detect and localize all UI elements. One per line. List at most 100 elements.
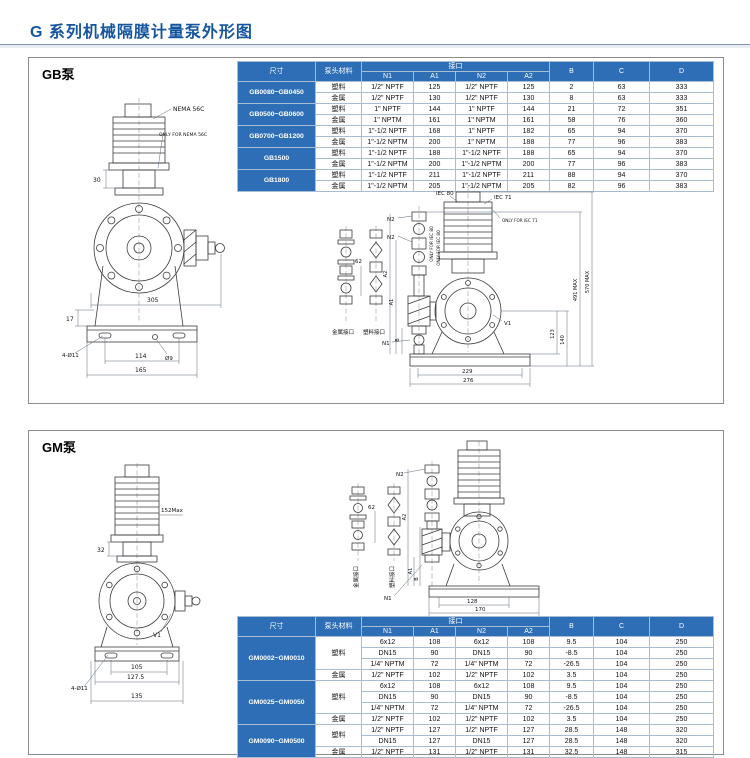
n1-label: N1: [382, 341, 390, 347]
dim-label-a1: A1: [389, 299, 395, 306]
dim-label-128: 128: [467, 599, 478, 605]
table-cell: 塑料: [315, 169, 362, 181]
dim-label-b: B: [414, 577, 420, 581]
table-cell: 塑料: [315, 636, 362, 670]
table-cell: 130: [507, 92, 550, 104]
table-cell: 148: [593, 724, 650, 736]
table-cell: 1"-1/2 NPTF: [455, 169, 508, 181]
table-cell: DN15: [455, 691, 508, 703]
table-row: 金属 1"-1/2 NPTM 200 1"-1/2 NPTM 200 77 96…: [238, 158, 714, 170]
table-cell: 32.5: [549, 746, 594, 758]
table-cell: 3.5: [549, 713, 594, 725]
table-cell: -26.5: [549, 702, 594, 714]
table-cell: 塑料: [315, 81, 362, 93]
table-cell: 1/4" NPTM: [455, 702, 508, 714]
bolt-hole-label: 4-Ø11: [71, 685, 88, 692]
dim-label-152max: 152Max: [161, 508, 184, 514]
table-cell: 9.5: [549, 636, 594, 648]
table-cell: 金属: [315, 180, 362, 192]
table-cell: DN15: [455, 735, 508, 747]
table-cell: 65: [549, 147, 594, 159]
table-cell: 72: [507, 658, 550, 670]
table-cell: 127: [507, 735, 550, 747]
table-cell: 108: [507, 636, 550, 648]
table-cell: 1" NPTF: [455, 103, 508, 115]
col-header-material: 泵头材料: [315, 616, 362, 637]
dim-label-135: 135: [131, 693, 143, 700]
table-cell: 1/2" NPTF: [455, 746, 508, 758]
table-cell: 102: [507, 669, 550, 681]
col-header-a2: A2: [507, 626, 550, 637]
table-cell: 188: [507, 147, 550, 159]
table-row: 1/4" NPTM 72 1/4" NPTM 72 -26.5 104 250: [238, 702, 714, 714]
table-cell: 370: [649, 147, 714, 159]
table-cell: 63: [593, 92, 650, 104]
dim-label-b: B: [395, 338, 401, 342]
table-row: GM0002~GM0010 塑料 6x12 108 6x12 108 9.5 1…: [237, 636, 714, 681]
table-cell: 1/4" NPTM: [361, 702, 414, 714]
table-cell: 1/2" NPTF: [361, 713, 414, 725]
dim-label-62: 62: [368, 505, 375, 511]
dim-label-62: 62: [355, 259, 362, 265]
table-cell: 104: [593, 713, 650, 725]
n2-label: N2: [396, 472, 404, 478]
table-cell: 65: [549, 125, 594, 137]
table-cell: DN15: [361, 735, 414, 747]
table-cell: 6x12: [361, 680, 414, 692]
table-cell: 320: [649, 735, 714, 747]
table-cell: 72: [593, 103, 650, 115]
gb-front-view: NEMA 56C ONLY FOR NEMA 56C 30 17 305 4-Ø…: [62, 98, 225, 378]
plastic-port-label: 塑料接口: [388, 566, 396, 588]
gm-pump-section: GM泵: [28, 430, 724, 758]
size-cell: GB0080~GB0450: [237, 81, 316, 104]
table-row: 1/4" NPTM 72 1/4" NPTM 72 -26.5 104 250: [238, 658, 714, 670]
dim-label-229: 229: [462, 369, 473, 375]
table-cell: 1/2" NPTF: [455, 713, 508, 725]
table-cell: 94: [593, 125, 650, 137]
table-row: GB0700~GB1200 塑料 1"-1/2 NPTF 168 1" NPTF…: [237, 125, 714, 148]
table-cell: 161: [507, 114, 550, 126]
gb-pump-section: GB泵 尺寸 泵头材料 接口 B C D N1 A1 N2 A2 GB0080~…: [28, 57, 724, 404]
table-cell: 82: [549, 180, 594, 192]
table-row: GB0500~GB0600 塑料 1" NPTF 144 1" NPTF 144…: [237, 103, 714, 126]
table-cell: 1" NPTF: [361, 103, 414, 115]
table-cell: 168: [413, 125, 456, 137]
table-cell: 200: [413, 158, 456, 170]
only-iec80-label: ONLY FOR IEC 80: [429, 226, 434, 262]
table-cell: 1"-1/2 NPTF: [455, 147, 508, 159]
only-nema-label: ONLY FOR NEMA 56C: [159, 132, 207, 138]
table-row: GB1800 塑料 1"-1/2 NPTF 211 1"-1/2 NPTF 21…: [237, 169, 714, 192]
table-cell: 148: [593, 746, 650, 758]
table-cell: 250: [649, 680, 714, 692]
col-header-interface: 接口: [361, 61, 550, 72]
dim-label-127-5: 127.5: [127, 674, 144, 681]
only-iec80-label-2: ONLY FOR IEC 80: [436, 230, 441, 266]
table-cell: 188: [507, 136, 550, 148]
table-cell: 9.5: [549, 680, 594, 692]
iec71-label: IEC 71: [494, 195, 512, 201]
table-cell: 1" NPTM: [455, 114, 508, 126]
col-header-size: 尺寸: [237, 61, 316, 82]
table-cell: 72: [413, 702, 456, 714]
table-cell: 3.5: [549, 669, 594, 681]
dim-label-123: 123: [550, 329, 556, 339]
table-cell: 211: [507, 169, 550, 181]
dim-label-305: 305: [147, 297, 159, 304]
n2-label-2: N2: [387, 235, 395, 241]
table-cell: 383: [649, 136, 714, 148]
table-cell: 1" NPTM: [455, 136, 508, 148]
table-cell: 102: [413, 669, 456, 681]
table-cell: 塑料: [315, 103, 362, 115]
table-cell: 90: [413, 691, 456, 703]
table-cell: 72: [413, 658, 456, 670]
table-cell: 1/2" NPTF: [361, 746, 414, 758]
gb-dimension-table: 尺寸 泵头材料 接口 B C D N1 A1 N2 A2 GB0080~GB04…: [237, 61, 714, 192]
table-row: GB1500 塑料 1"-1/2 NPTF 188 1"-1/2 NPTF 18…: [237, 147, 714, 170]
table-cell: DN15: [361, 691, 414, 703]
dim-label-30: 30: [93, 177, 101, 184]
table-cell: 76: [593, 114, 650, 126]
table-cell: DN15: [361, 647, 414, 659]
table-cell: 383: [649, 158, 714, 170]
table-cell: 金属: [315, 713, 362, 725]
col-header-size: 尺寸: [237, 616, 316, 637]
